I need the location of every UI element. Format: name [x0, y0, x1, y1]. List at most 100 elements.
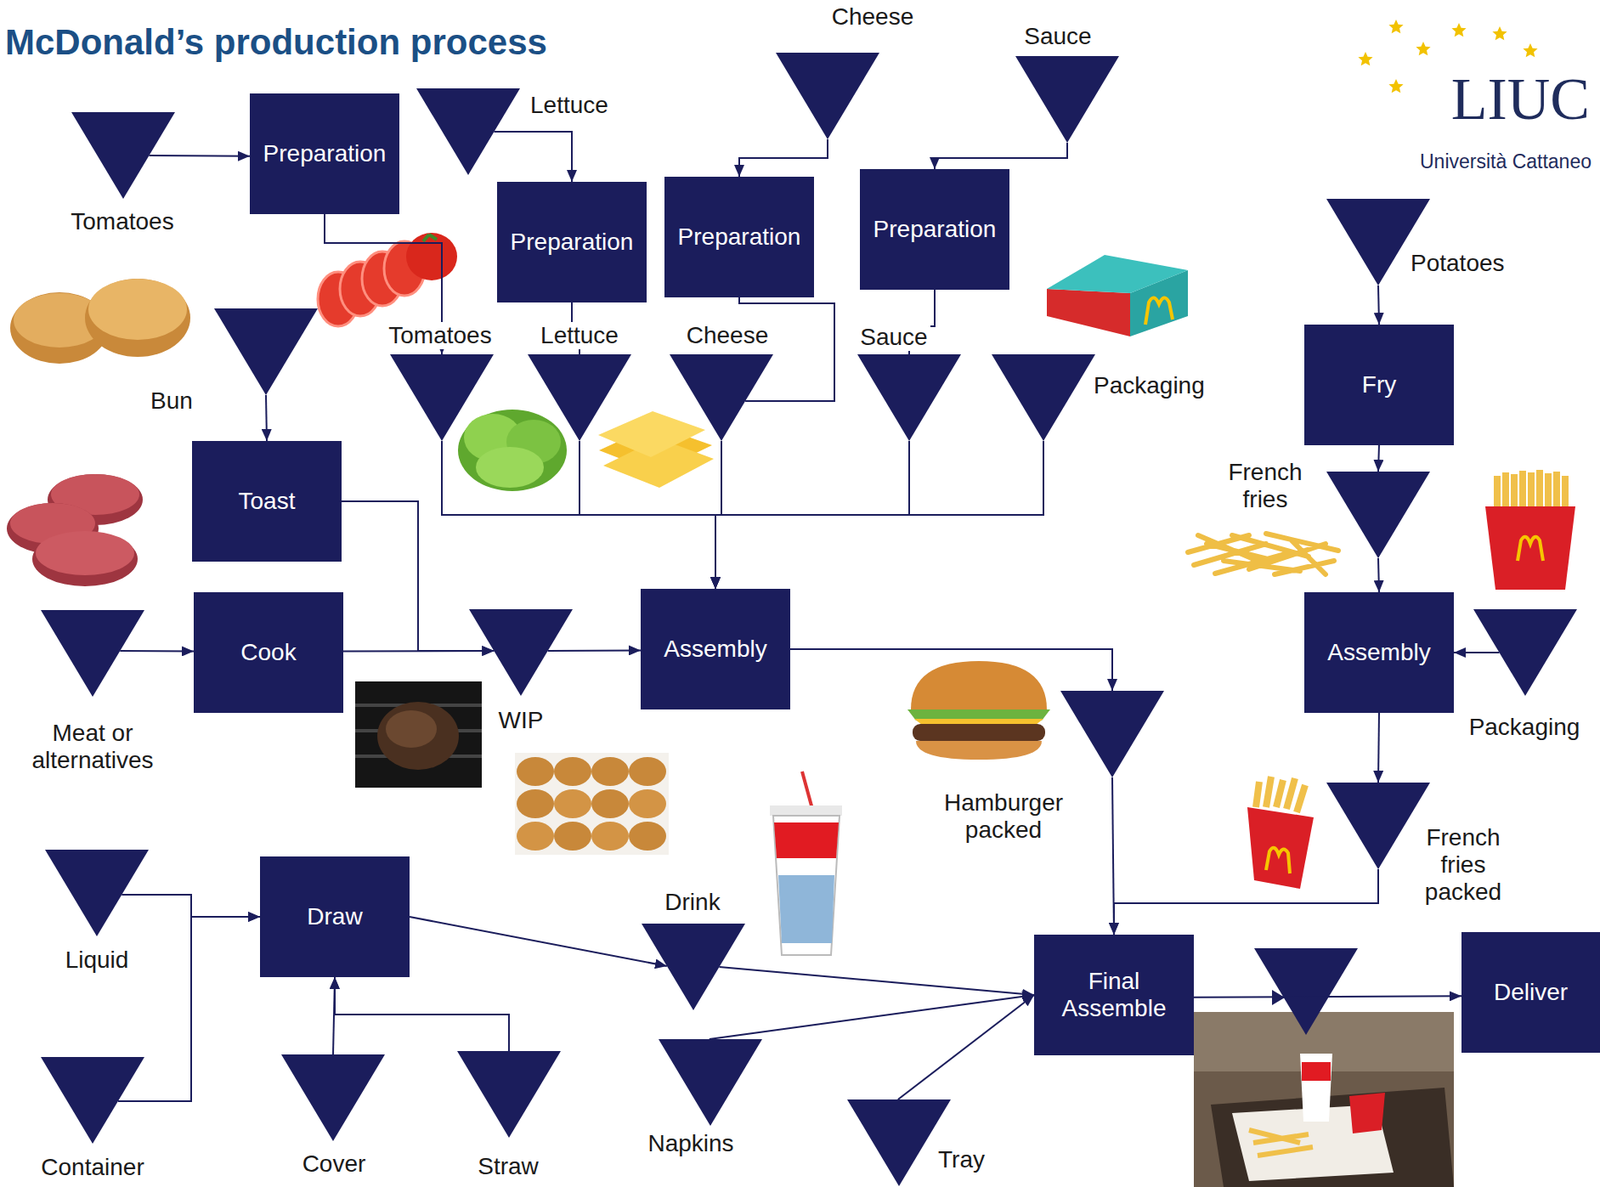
triangle-shape — [527, 354, 632, 441]
inventory-label: Meat or alternatives — [17, 719, 168, 775]
flow-arrow — [1378, 285, 1380, 325]
fries-box-picture-part — [1497, 469, 1566, 510]
triangle-outline — [71, 112, 176, 199]
flow-arrow — [121, 894, 261, 917]
box-text: Preparation — [503, 228, 641, 256]
flow-arrow — [719, 966, 1035, 996]
hamburger-picture-part — [915, 740, 1042, 760]
inventory-label: Cheese — [829, 3, 917, 31]
process-box: Draw — [260, 856, 410, 978]
triangle-outline — [416, 88, 521, 176]
tray-photo-picture — [1193, 1012, 1454, 1187]
triangle-outline — [857, 354, 962, 441]
flow-arrow — [934, 142, 1068, 170]
inventory-triangle: Lettuce — [527, 354, 632, 441]
page-title: McDonald’s production process — [5, 22, 548, 63]
logo-stars-part — [1415, 41, 1431, 56]
meat-picture-part — [35, 531, 135, 576]
final-inventory-triangle — [1254, 948, 1358, 1035]
flow-arrow — [1378, 558, 1380, 593]
box-text: Preparation — [671, 223, 809, 251]
inventory-label: Tray — [935, 1146, 988, 1174]
bun-picture-part — [88, 278, 187, 340]
cheese-picture-part — [598, 411, 706, 458]
tray-photo-picture-part — [1300, 1053, 1333, 1122]
triangle-outline — [390, 354, 494, 441]
fries-box-picture-part — [1517, 537, 1544, 561]
triangle-outline — [658, 1039, 763, 1126]
inventory-triangle: Tomatoes — [71, 112, 176, 199]
inventory-triangle: Sauce — [1015, 56, 1120, 143]
triangle-shape — [1060, 690, 1165, 778]
drink-cup-picture-part — [778, 875, 835, 944]
inventory-triangle: Tray — [847, 1099, 951, 1187]
box-text: Assembly — [1320, 638, 1437, 667]
inventory-label: Bun — [147, 387, 196, 415]
flow-arrow — [149, 154, 251, 158]
triangle-outline — [775, 52, 880, 140]
triangle-shape — [991, 354, 1096, 441]
box-text: Deliver — [1486, 978, 1575, 1007]
inventory-label: Lettuce — [537, 322, 622, 350]
lettuce-picture-part — [475, 446, 544, 488]
inventory-triangle: WIP — [469, 609, 573, 696]
flow-arrow — [715, 440, 1044, 589]
triangle-outline — [527, 354, 632, 441]
toasted-buns-picture — [514, 752, 669, 855]
toasted-buns-picture-part — [628, 789, 667, 819]
box-text: Draw — [299, 903, 369, 931]
triangle-shape — [40, 610, 145, 697]
tomato-picture-part — [406, 232, 458, 281]
grilled-patty-picture — [355, 681, 482, 788]
grilled-patty-picture-part — [385, 710, 437, 748]
lettuce-picture — [457, 409, 567, 492]
drink-cup-picture-part — [774, 822, 839, 859]
triangle-outline — [1015, 56, 1120, 143]
tray-photo-picture-part — [1193, 1012, 1454, 1187]
inventory-label: WIP — [496, 706, 547, 735]
inventory-label: French fries packed — [1413, 824, 1513, 907]
tomato-picture — [317, 232, 458, 327]
toasted-buns-picture-part — [591, 789, 629, 819]
inventory-label: Sauce — [1021, 22, 1094, 51]
logo-subtitle: Università Cattaneo — [1419, 151, 1592, 173]
toasted-buns-picture-part — [514, 752, 669, 855]
flow-arrow — [548, 649, 641, 652]
fries-packed-picture — [1247, 776, 1314, 889]
triangle-shape — [1015, 56, 1120, 143]
inventory-label: Sauce — [857, 323, 930, 351]
tray-photo-picture-part — [1349, 1092, 1386, 1134]
logo-stars-part — [1357, 51, 1373, 66]
grilled-patty-picture-part — [377, 701, 459, 770]
inventory-triangle: Packaging — [991, 354, 1096, 441]
process-box: Deliver — [1461, 932, 1600, 1053]
flow-arrow — [739, 139, 828, 177]
toasted-buns-picture-part — [628, 757, 667, 786]
inventory-label: Cover — [299, 1150, 369, 1178]
triangle-shape — [214, 308, 318, 396]
inventory-triangle: Meat or alternatives — [40, 610, 145, 697]
logo-stars-part — [1522, 43, 1538, 57]
inventory-triangle: Cheese — [775, 52, 880, 140]
inventory-triangle: Hamburger packed — [1060, 690, 1165, 778]
fries-box-picture-part — [1485, 506, 1576, 590]
triangle-shape — [390, 354, 494, 441]
toasted-buns-picture-part — [554, 757, 592, 786]
bigmac-box-picture — [1046, 254, 1188, 337]
box-text: Final Assemble — [1034, 967, 1194, 1023]
inventory-label: Packaging — [1466, 713, 1584, 741]
inventory-triangle: Lettuce — [416, 88, 521, 176]
inventory-label: Cheese — [684, 322, 772, 350]
process-box: Final Assemble — [1034, 934, 1194, 1056]
triangle-outline — [40, 610, 145, 697]
flow-arrow — [343, 650, 494, 653]
inventory-label: Liquid — [62, 946, 132, 974]
flow-arrow — [265, 395, 267, 441]
inventory-triangle: Container — [40, 1057, 145, 1144]
flow-arrow — [1453, 651, 1500, 654]
flow-arrow — [118, 916, 261, 1102]
triangle-outline — [40, 1057, 145, 1144]
process-box: Assembly — [640, 588, 791, 710]
fries-box-picture — [1485, 469, 1576, 590]
flow-arrow — [1378, 445, 1380, 472]
